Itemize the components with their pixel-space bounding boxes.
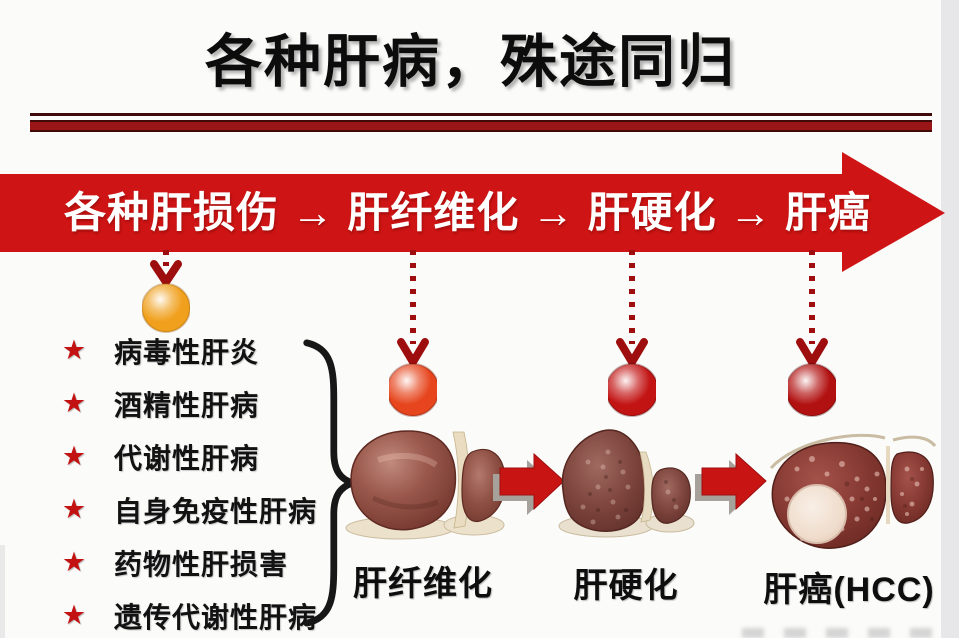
photo-edge-right [941, 0, 959, 638]
photo-edge-left [0, 545, 5, 638]
progression-arrow-text: 各种肝损伤 → 肝纤维化 → 肝硬化 → 肝癌 [64, 189, 872, 236]
liver-capsule-line [769, 433, 886, 470]
cause-label: 病毒性肝炎 [114, 336, 260, 368]
liver-illustration-hcc [769, 433, 937, 549]
liver-capsule-line [892, 435, 937, 448]
chevron-down-icon [397, 338, 429, 370]
faint-watermark-remnant [742, 628, 935, 638]
list-item: ★ 遗传代谢性肝病 [58, 589, 317, 638]
ball-shine [608, 364, 656, 416]
cause-label: 自身免疫性肝病 [114, 495, 318, 527]
progression-arrow-shape [0, 152, 945, 272]
cause-label: 药物性肝损害 [114, 548, 289, 580]
star-icon: ★ [61, 388, 87, 418]
ball-shine [389, 364, 437, 416]
connector-stage-3 [788, 250, 836, 417]
arrow-body [499, 452, 565, 511]
divider-line-thin [30, 113, 932, 116]
liver-illustration-cirrhosis [558, 429, 695, 538]
right-arrow-icon [493, 452, 565, 515]
liver-illustration-fibrosis [345, 430, 506, 540]
list-item: ★ 药物性肝损害 [58, 536, 317, 589]
stage-label-cirrhosis: 肝硬化 [573, 567, 679, 605]
liver-shading [371, 495, 439, 510]
liver-left-lobe [561, 429, 648, 532]
arrow-body [701, 452, 767, 511]
liver-right-lobe [651, 467, 691, 524]
connector-causes [142, 250, 190, 333]
divider-line-thick [30, 120, 932, 132]
chevron-down-icon [796, 338, 828, 370]
tumor-nodule [787, 484, 847, 544]
cause-label: 遗传代谢性肝病 [114, 601, 318, 633]
ball-shine [142, 284, 190, 332]
star-icon: ★ [61, 441, 87, 471]
star-icon: ★ [61, 600, 87, 630]
connector-stage-1 [389, 250, 437, 417]
liver-left-lobe [350, 430, 457, 531]
liver-right-lobe [890, 451, 934, 524]
list-item: ★ 病毒性肝炎 [58, 324, 317, 377]
list-item: ★ 代谢性肝病 [58, 430, 317, 483]
nodule-texture-light [580, 449, 679, 525]
liver-right-lobe [461, 448, 506, 523]
list-item: ★ 酒精性肝病 [58, 377, 317, 430]
cause-label: 酒精性肝病 [114, 389, 260, 421]
list-item: ★ 自身免疫性肝病 [58, 483, 317, 536]
nodule-texture-dark [588, 460, 676, 512]
star-icon: ★ [61, 547, 87, 577]
chevron-down-icon [150, 260, 182, 290]
page-title: 各种肝病，殊途同归 [205, 30, 736, 94]
right-arrow-icon [695, 452, 767, 515]
cause-label: 代谢性肝病 [114, 442, 260, 474]
progression-arrow-polygon [0, 152, 945, 272]
star-icon: ★ [61, 494, 87, 524]
cause-list: ★ 病毒性肝炎 ★ 酒精性肝病 ★ 代谢性肝病 ★ 自身免疫性肝病 ★ 药物性肝… [58, 324, 317, 638]
liver-ligament [639, 451, 654, 523]
stage-label-hcc: 肝癌(HCC) [763, 571, 935, 609]
ball-shine [788, 364, 836, 416]
connector-stage-2 [608, 250, 656, 417]
chevron-down-icon [616, 338, 648, 370]
star-icon: ★ [61, 335, 87, 365]
liver-highlight [377, 452, 438, 468]
stage-label-fibrosis: 肝纤维化 [353, 565, 493, 603]
